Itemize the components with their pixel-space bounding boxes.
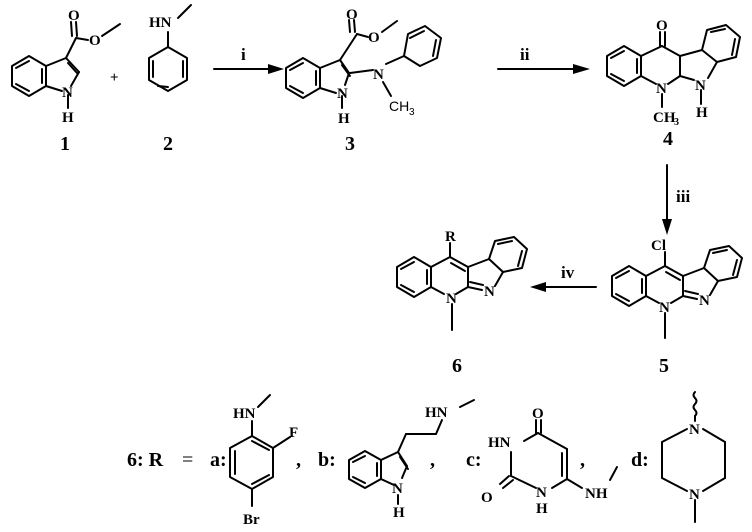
atom-label: O bbox=[481, 490, 493, 506]
atom-label: 3 bbox=[674, 117, 679, 128]
atom-label: O bbox=[532, 406, 544, 422]
atom-label: H bbox=[338, 111, 350, 127]
separator: , bbox=[430, 449, 435, 471]
arrow-step-i: i bbox=[213, 45, 284, 74]
substituent-d-key: d: bbox=[631, 449, 649, 471]
atom-label: CH bbox=[389, 98, 409, 114]
atom-label: N bbox=[695, 78, 706, 94]
compound-6-number: 6 bbox=[452, 355, 462, 377]
compound-5-structure: Cl N N bbox=[611, 238, 743, 339]
atom-label: R bbox=[445, 229, 456, 245]
compound-1-structure: O O N H bbox=[11, 8, 121, 126]
arrow-step-ii: ii bbox=[497, 45, 590, 74]
atom-label: H bbox=[62, 110, 74, 126]
atom-label: HN bbox=[425, 405, 448, 421]
step-i-label: i bbox=[241, 45, 246, 64]
plus-sign: + bbox=[110, 70, 119, 86]
atom-label: F bbox=[289, 425, 298, 441]
atom-label: HN bbox=[233, 406, 256, 422]
atom-label: HN bbox=[149, 15, 172, 31]
step-ii-label: ii bbox=[520, 45, 530, 64]
atom-label: Cl bbox=[651, 238, 666, 254]
compound-3-structure: O O N N H CH 3 bbox=[285, 7, 442, 127]
atom-label: NH bbox=[585, 486, 608, 502]
compound-4-number: 4 bbox=[663, 128, 673, 150]
atom-label: H bbox=[393, 505, 405, 521]
atom-label: N bbox=[446, 291, 457, 307]
atom-label: O bbox=[368, 30, 380, 46]
substituent-a-structure: HN F Br bbox=[229, 394, 298, 528]
compound-4-structure: O N N H CH 3 bbox=[606, 18, 741, 128]
equals-sign: = bbox=[182, 449, 193, 471]
atom-label: N bbox=[484, 284, 495, 300]
atom-label: N bbox=[536, 485, 547, 501]
step-iv-label: iv bbox=[561, 263, 575, 282]
substituent-header: 6: R bbox=[127, 449, 164, 471]
atom-label: O bbox=[68, 8, 80, 24]
substituent-b-structure: HN N H bbox=[348, 399, 475, 521]
atom-label: N bbox=[373, 67, 384, 83]
substituent-b-key: b: bbox=[318, 449, 336, 471]
atom-label: N bbox=[62, 85, 73, 101]
arrow-step-iv: iv bbox=[530, 263, 597, 292]
atom-label: H bbox=[696, 105, 708, 121]
atom-label: N bbox=[337, 86, 348, 102]
compound-6-structure: R N N bbox=[396, 229, 528, 331]
substituent-a-key: a: bbox=[210, 449, 227, 471]
atom-label: Br bbox=[243, 512, 260, 528]
substituent-c-key: c: bbox=[466, 449, 482, 471]
atom-label: O bbox=[346, 7, 358, 23]
atom-label: 3 bbox=[409, 107, 415, 118]
atom-label: N bbox=[689, 487, 700, 503]
separator: , bbox=[580, 449, 585, 471]
substituent-c-structure: O HN O N H NH bbox=[481, 406, 618, 517]
compound-2-number: 2 bbox=[163, 133, 173, 155]
compound-1-number: 1 bbox=[60, 133, 70, 155]
atom-label: O bbox=[89, 33, 101, 49]
atom-label: HN bbox=[488, 435, 511, 451]
compound-2-structure: HN bbox=[148, 4, 192, 92]
compound-3-number: 3 bbox=[345, 133, 355, 155]
atom-label: O bbox=[656, 18, 668, 34]
atom-label: H bbox=[536, 501, 548, 517]
arrow-step-iii: iii bbox=[662, 164, 690, 235]
atom-label: N bbox=[659, 300, 670, 316]
compound-5-number: 5 bbox=[659, 355, 669, 377]
step-iii-label: iii bbox=[676, 187, 690, 206]
atom-label: N bbox=[656, 81, 667, 97]
separator: , bbox=[296, 449, 301, 471]
atom-label: N bbox=[689, 422, 700, 438]
atom-label: CH bbox=[653, 110, 676, 126]
atom-label: N bbox=[699, 293, 710, 309]
atom-label: N bbox=[392, 481, 403, 497]
substituent-d-structure: N N bbox=[661, 391, 726, 523]
